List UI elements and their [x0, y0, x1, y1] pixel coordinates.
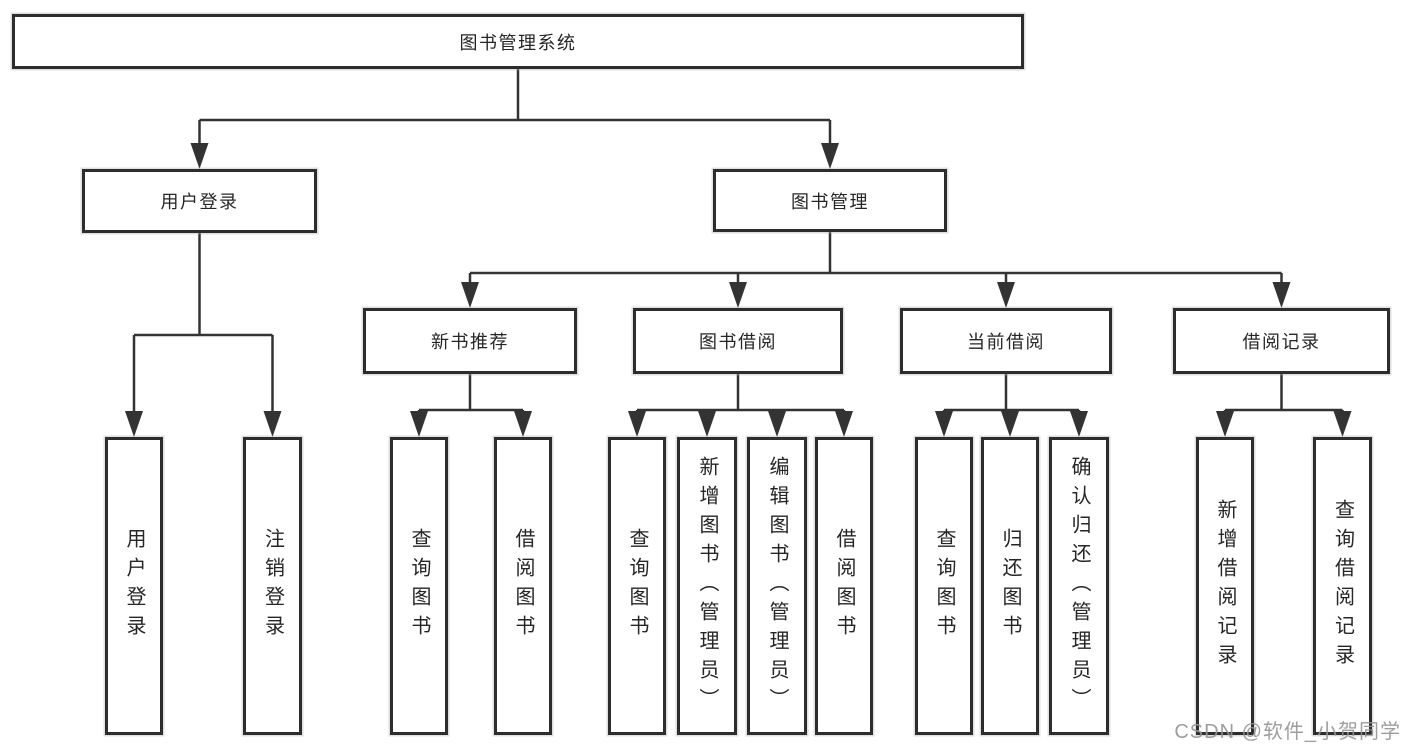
node-login-out: 注销登录: [243, 437, 302, 735]
node-borrow-add-label: 新增图书（管理员）: [696, 455, 718, 717]
node-login-out-label: 注销登录: [261, 528, 284, 644]
node-root-label: 图书管理系统: [459, 32, 577, 53]
node-borrow-label: 图书借阅: [699, 332, 777, 352]
node-recd-query: 查询借阅记录: [1313, 437, 1372, 735]
node-recd-add-label: 新增借阅记录: [1214, 499, 1236, 673]
arrowhead: [1333, 411, 1352, 437]
node-login-user-label: 用户登录: [123, 528, 145, 644]
arrowhead: [125, 411, 143, 437]
node-cur-return-label: 归还图书: [999, 528, 1021, 644]
node-cur-return: 归还图书: [981, 437, 1039, 735]
node-cur-query-label: 查询图书: [933, 528, 955, 644]
arrowhead: [514, 411, 532, 437]
node-borrow-edit: 编辑图书（管理员）: [747, 437, 807, 735]
node-borrow-add: 新增图书（管理员）: [677, 437, 737, 735]
node-borrow-query-label: 查询图书: [626, 528, 648, 644]
arrowhead: [410, 411, 428, 437]
node-login: 用户登录: [82, 169, 317, 233]
arrowhead: [698, 411, 716, 437]
csdn-watermark: CSDN @软件_小贺同学: [1174, 721, 1401, 743]
arrowhead: [628, 411, 646, 437]
node-login-user: 用户登录: [105, 437, 163, 735]
node-borrow: 图书借阅: [633, 308, 843, 374]
arrowhead: [1001, 411, 1019, 437]
arrowhead: [935, 411, 953, 437]
node-mgmt: 图书管理: [713, 169, 947, 232]
node-current: 当前借阅: [900, 308, 1112, 374]
arrowhead: [1272, 282, 1291, 308]
arrowhead: [768, 411, 786, 437]
arrowhead: [835, 411, 853, 437]
node-borrow-borrow: 借阅图书: [815, 437, 873, 735]
node-recd-query-label: 查询借阅记录: [1331, 499, 1354, 673]
node-rec: 新书推荐: [363, 308, 577, 374]
node-borrow-borrow-label: 借阅图书: [833, 528, 855, 644]
node-borrow-edit-label: 编辑图书（管理员）: [766, 455, 788, 717]
node-rec-borrow: 借阅图书: [494, 437, 552, 735]
node-cur-query: 查询图书: [915, 437, 973, 735]
node-rec-query: 查询图书: [390, 437, 448, 735]
node-mgmt-label: 图书管理: [791, 191, 869, 212]
node-borrow-query: 查询图书: [608, 437, 666, 735]
node-cur-confirm-label: 确认归还（管理员）: [1068, 455, 1090, 717]
arrowhead: [461, 282, 479, 308]
node-records: 借阅记录: [1173, 308, 1390, 374]
arrowhead: [821, 143, 839, 169]
node-rec-query-label: 查询图书: [408, 528, 430, 644]
arrowhead: [1216, 411, 1234, 437]
node-recd-add: 新增借阅记录: [1196, 437, 1254, 735]
node-login-label: 用户登录: [160, 192, 239, 212]
arrowhead: [729, 282, 747, 308]
node-cur-confirm: 确认归还（管理员）: [1049, 437, 1109, 735]
node-current-label: 当前借阅: [967, 332, 1045, 352]
node-rec-label: 新书推荐: [431, 332, 509, 352]
arrowhead: [263, 411, 282, 437]
node-records-label: 借阅记录: [1242, 332, 1321, 352]
arrowhead: [997, 282, 1015, 308]
node-rec-borrow-label: 借阅图书: [512, 528, 534, 644]
arrowhead: [190, 143, 209, 169]
arrowhead: [1070, 411, 1088, 437]
node-root: 图书管理系统: [12, 14, 1024, 69]
